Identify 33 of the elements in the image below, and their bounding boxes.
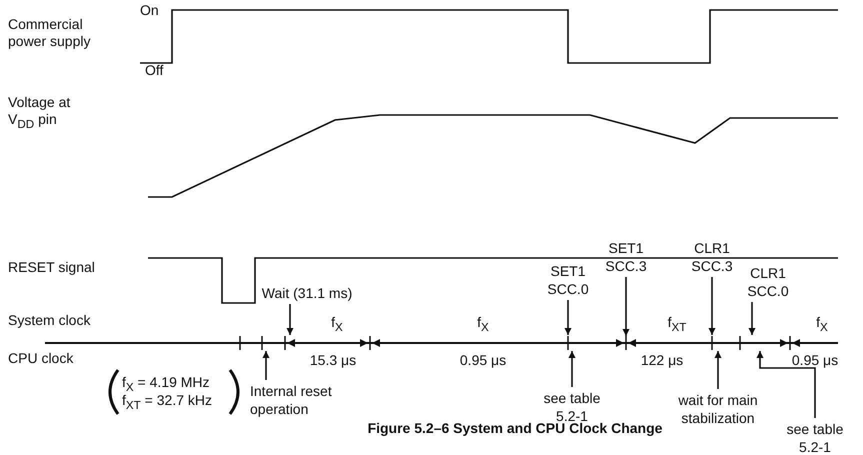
annotation-text: SET1 SCC.0	[538, 262, 598, 298]
signal-label: f$_{X}$	[476, 314, 490, 336]
leader-arrow	[756, 351, 816, 418]
annotation-text: wait for main stabilization	[663, 391, 773, 427]
signal-label: f$_{XT}$	[666, 314, 688, 336]
annotation-text: Internal reset operation	[250, 382, 370, 418]
signal-label: Off	[145, 62, 164, 79]
signal-label: Voltage at V$_{DD}$ pin	[8, 94, 72, 133]
signal-label: 122 μs	[640, 352, 684, 369]
signal-label: RESET signal	[8, 259, 96, 276]
signal-label: On	[140, 2, 160, 19]
leader-arrow	[286, 304, 294, 335]
annotation-text: see table 5.2-1	[775, 420, 855, 455]
leader-arrow	[714, 351, 722, 389]
signal-label: System clock	[8, 312, 92, 329]
signal-label: 0.95 μs	[458, 352, 508, 369]
leader-arrow	[262, 351, 270, 380]
leader-arrow	[748, 302, 756, 335]
signal-label: 15.3 μs	[308, 352, 358, 369]
signal-label: 0.95 μs	[790, 352, 840, 369]
signal-label: CPU clock	[8, 350, 74, 367]
leader-arrow	[564, 300, 572, 335]
leader-arrow	[622, 277, 630, 336]
annotation-text: SET1 SCC.3	[596, 239, 656, 275]
leader-arrow	[568, 351, 576, 387]
leader-arrow	[708, 277, 716, 335]
signal-label: f$_{X}$ = 4.19 MHz	[122, 374, 211, 394]
annotation-text: Wait (31.1 ms)	[252, 284, 362, 302]
signal-label: f$_{X}$	[330, 314, 344, 336]
signal-label: f$_{XT}$ = 32.7 kHz	[122, 392, 213, 414]
figure-caption: Figure 5.2–6 System and CPU Clock Change	[366, 420, 664, 437]
signal-label: f$_{X}$	[815, 314, 829, 336]
signal-label: Commercial power supply	[8, 16, 92, 50]
